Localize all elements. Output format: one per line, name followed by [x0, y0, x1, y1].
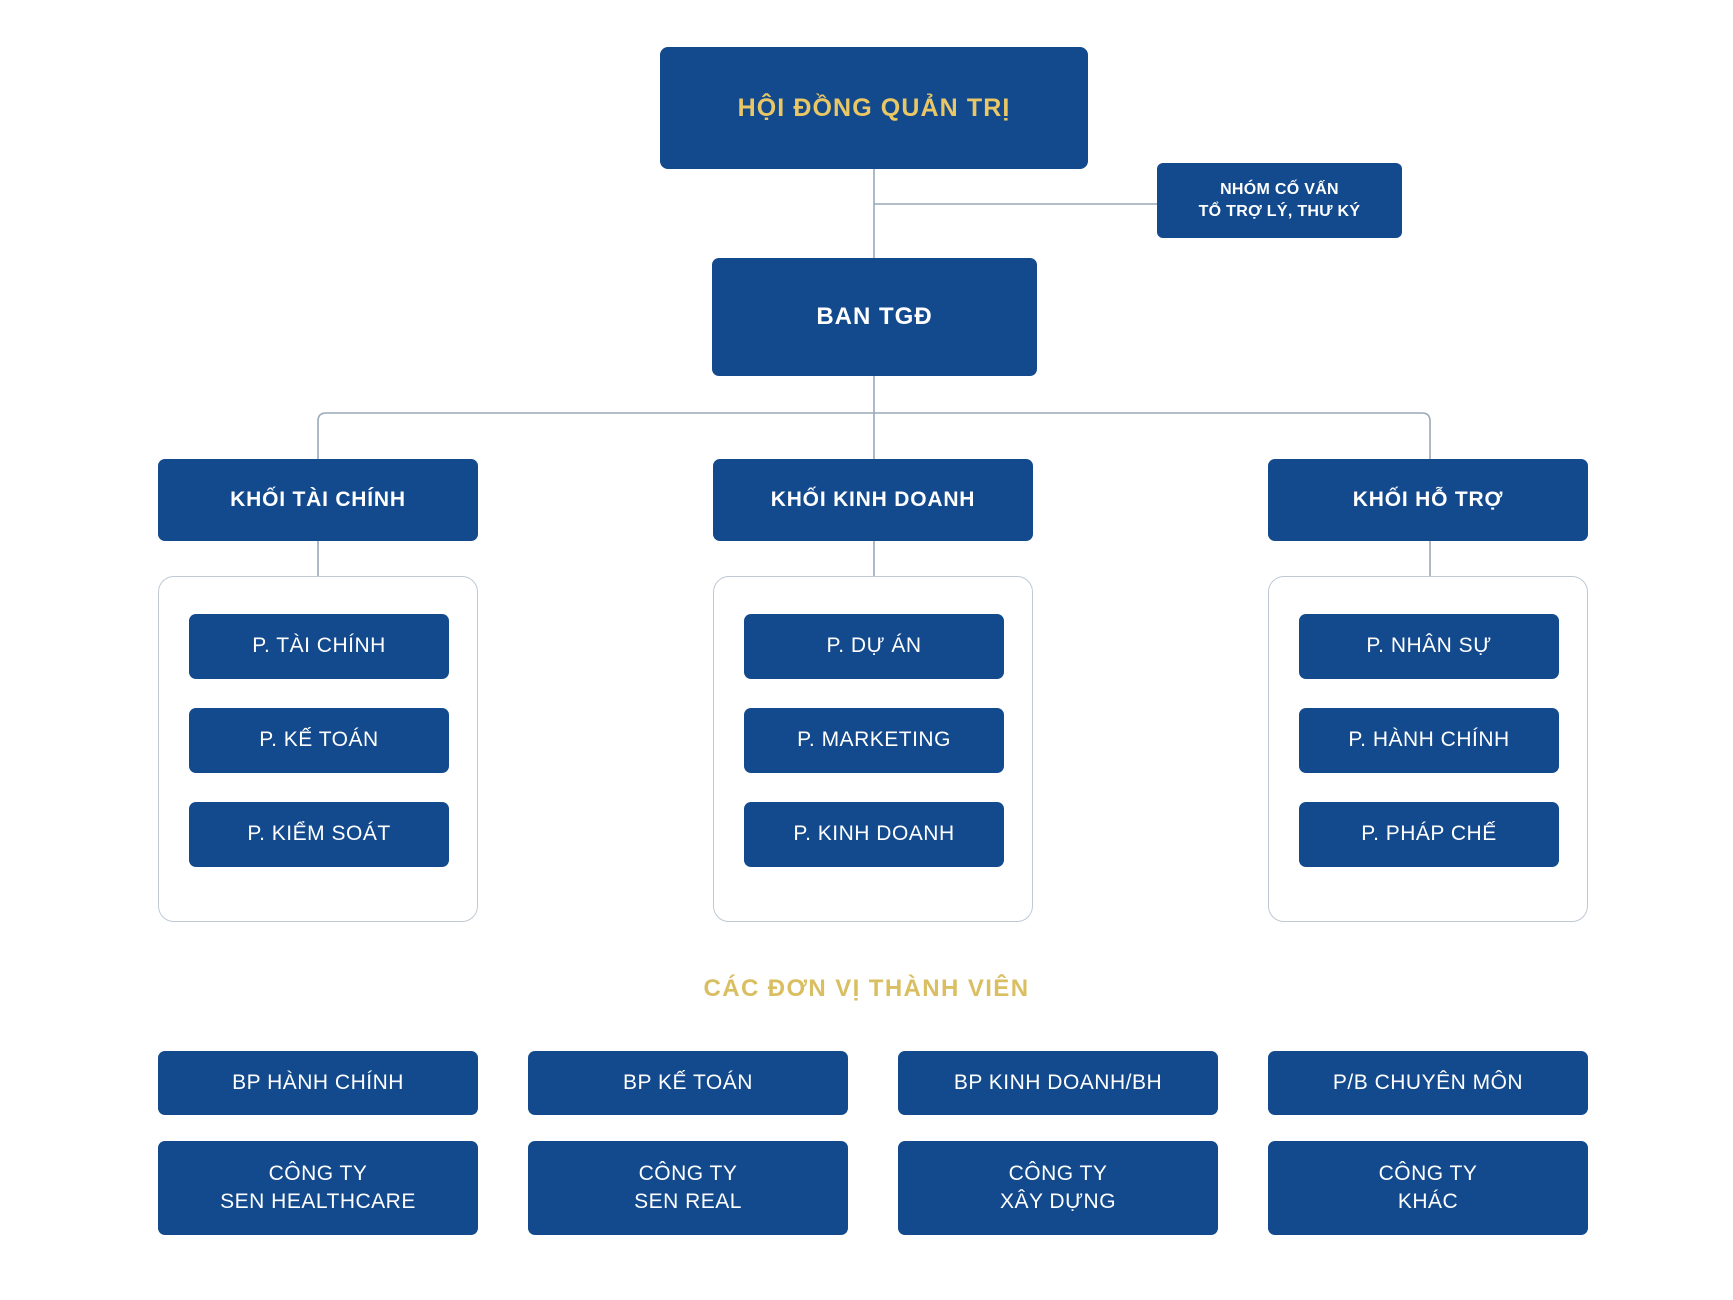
member-unit-box[interactable]: BP HÀNH CHÍNH: [158, 1051, 478, 1115]
node-board-of-directors[interactable]: HỘI ĐỒNG QUẢN TRỊ: [660, 47, 1088, 169]
department-box[interactable]: P. DỰ ÁN: [744, 614, 1004, 679]
node-advisory-group[interactable]: NHÓM CỐ VẤN TỔ TRỢ LÝ, THƯ KÝ: [1157, 163, 1402, 238]
department-box[interactable]: P. TÀI CHÍNH: [189, 614, 449, 679]
department-box[interactable]: P. KẾ TOÁN: [189, 708, 449, 773]
department-box[interactable]: P. NHÂN SỰ: [1299, 614, 1559, 679]
department-group-finance: P. TÀI CHÍNH P. KẾ TOÁN P. KIỂM SOÁT: [158, 576, 478, 922]
member-unit-box[interactable]: P/B CHUYÊN MÔN: [1268, 1051, 1588, 1115]
division-header-finance[interactable]: KHỐI TÀI CHÍNH: [158, 459, 478, 541]
department-box[interactable]: P. KINH DOANH: [744, 802, 1004, 867]
member-company-box[interactable]: CÔNG TY XÂY DỰNG: [898, 1141, 1218, 1235]
member-unit-box[interactable]: BP KẾ TOÁN: [528, 1051, 848, 1115]
node-executive-board[interactable]: BAN TGĐ: [712, 258, 1037, 376]
member-units-title: CÁC ĐƠN VỊ THÀNH VIÊN: [703, 975, 1030, 1002]
department-group-business: P. DỰ ÁN P. MARKETING P. KINH DOANH: [713, 576, 1033, 922]
department-group-support: P. NHÂN SỰ P. HÀNH CHÍNH P. PHÁP CHẾ: [1268, 576, 1588, 922]
division-header-support[interactable]: KHỐI HỖ TRỢ: [1268, 459, 1588, 541]
member-company-box[interactable]: CÔNG TY KHÁC: [1268, 1141, 1588, 1235]
division-header-business[interactable]: KHỐI KINH DOANH: [713, 459, 1033, 541]
member-company-box[interactable]: CÔNG TY SEN HEALTHCARE: [158, 1141, 478, 1235]
member-unit-box[interactable]: BP KINH DOANH/BH: [898, 1051, 1218, 1115]
member-company-box[interactable]: CÔNG TY SEN REAL: [528, 1141, 848, 1235]
department-box[interactable]: P. HÀNH CHÍNH: [1299, 708, 1559, 773]
department-box[interactable]: P. MARKETING: [744, 708, 1004, 773]
department-box[interactable]: P. PHÁP CHẾ: [1299, 802, 1559, 867]
department-box[interactable]: P. KIỂM SOÁT: [189, 802, 449, 867]
